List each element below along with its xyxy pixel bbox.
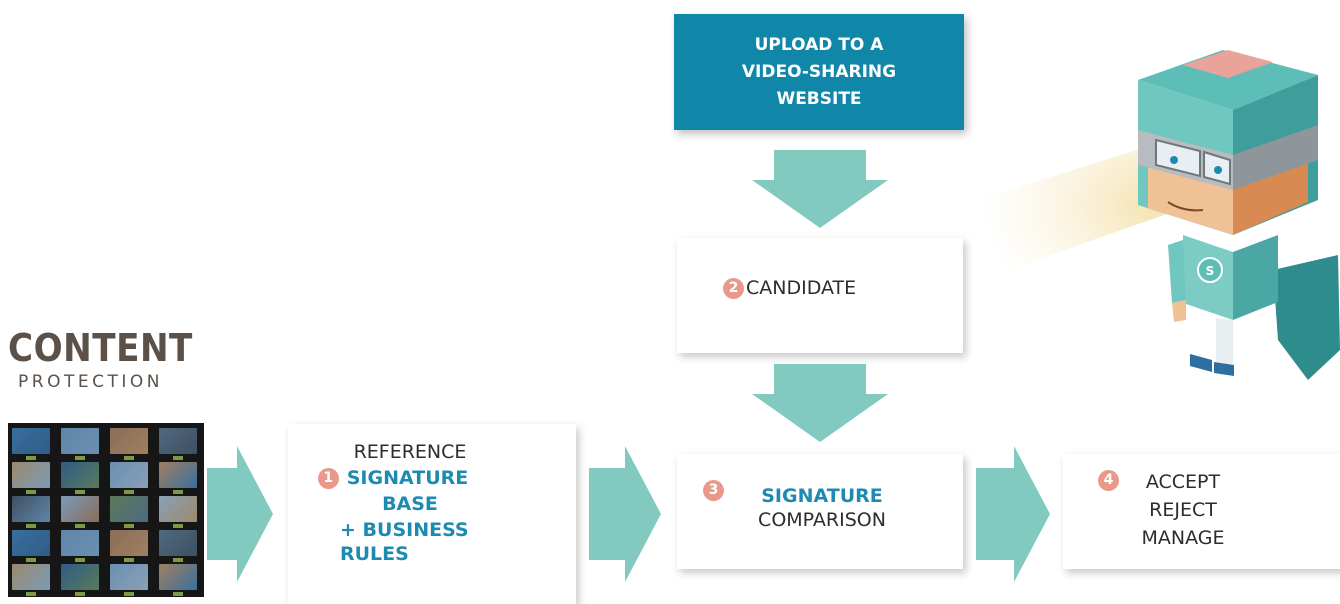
video-thumbnail [110, 530, 148, 556]
video-thumbnail-wall [8, 423, 204, 597]
upload-box: UPLOAD TO A VIDEO-SHARING WEBSITE [674, 14, 964, 130]
video-thumbnail [159, 462, 197, 488]
video-thumbnail [159, 428, 197, 454]
thumbnail-tag [26, 524, 36, 528]
thumbnail-tag [173, 524, 183, 528]
decision-accept: ACCEPT [1145, 471, 1221, 493]
down-arrow-upload-to-candidate [752, 150, 888, 228]
page-subtitle: PROTECTION [18, 372, 163, 392]
thumbnail-tag [75, 490, 85, 494]
comparison-box: 3 SIGNATURE COMPARISON [677, 454, 963, 569]
thumbnail-tag [75, 456, 85, 460]
svg-text:S: S [1206, 264, 1215, 278]
decision-box: 4 ACCEPT REJECT MANAGE [1063, 454, 1340, 569]
thumbnail-tag [26, 456, 36, 460]
video-thumbnail [110, 462, 148, 488]
video-thumbnail [61, 564, 99, 590]
superhero-mascot-icon: S [978, 50, 1340, 380]
right-arrow-comparison-to-decision [976, 446, 1050, 582]
reference-line-2: SIGNATURE [346, 467, 469, 489]
thumbnail-tag [124, 456, 134, 460]
thumbnail-tag [124, 490, 134, 494]
video-thumbnail [12, 462, 50, 488]
comparison-line-2: COMPARISON [758, 509, 886, 531]
thumbnail-tag [173, 490, 183, 494]
comparison-line-1: SIGNATURE [761, 485, 883, 507]
candidate-box: 2 CANDIDATE [677, 238, 963, 353]
step-4-badge: 4 [1098, 470, 1119, 491]
down-arrow-candidate-to-comparison [752, 364, 888, 442]
reference-line-4: + BUSINESS RULES [340, 519, 469, 565]
video-thumbnail [61, 428, 99, 454]
thumbnail-tag [26, 592, 36, 596]
candidate-label: CANDIDATE [746, 277, 857, 299]
right-arrow-wall-to-reference [207, 446, 273, 582]
step-2-badge: 2 [723, 277, 744, 299]
video-thumbnail [61, 496, 99, 522]
decision-reject: REJECT [1149, 499, 1217, 521]
thumbnail-tag [75, 592, 85, 596]
step-1-badge: 1 [317, 467, 339, 489]
reference-line-3: BASE [382, 493, 438, 515]
video-thumbnail [110, 564, 148, 590]
video-thumbnail [110, 428, 148, 454]
video-thumbnail [12, 428, 50, 454]
video-thumbnail [12, 564, 50, 590]
reference-box: REFERENCE 1 SIGNATURE BASE + BUSINESS RU… [288, 424, 576, 604]
video-thumbnail [12, 496, 50, 522]
thumbnail-tag [75, 524, 85, 528]
step-3-badge: 3 [703, 480, 724, 501]
video-thumbnail [61, 530, 99, 556]
video-thumbnail [61, 462, 99, 488]
video-thumbnail [159, 564, 197, 590]
upload-line-2: VIDEO-SHARING [741, 61, 897, 82]
decision-manage: MANAGE [1141, 527, 1225, 549]
thumbnail-tag [173, 558, 183, 562]
thumbnail-tag [124, 592, 134, 596]
video-thumbnail [110, 496, 148, 522]
reference-line-1: REFERENCE [353, 441, 467, 463]
thumbnail-tag [124, 524, 134, 528]
right-arrow-reference-to-comparison [589, 446, 661, 582]
video-thumbnail [159, 496, 197, 522]
thumbnail-tag [75, 558, 85, 562]
thumbnail-tag [26, 558, 36, 562]
upload-line-3: WEBSITE [776, 88, 862, 109]
thumbnail-tag [124, 558, 134, 562]
video-thumbnail [159, 530, 197, 556]
video-thumbnail [12, 530, 50, 556]
page-title: CONTENT [8, 326, 193, 370]
thumbnail-tag [26, 490, 36, 494]
thumbnail-tag [173, 456, 183, 460]
upload-line-1: UPLOAD TO A [754, 34, 884, 55]
thumbnail-tag [173, 592, 183, 596]
